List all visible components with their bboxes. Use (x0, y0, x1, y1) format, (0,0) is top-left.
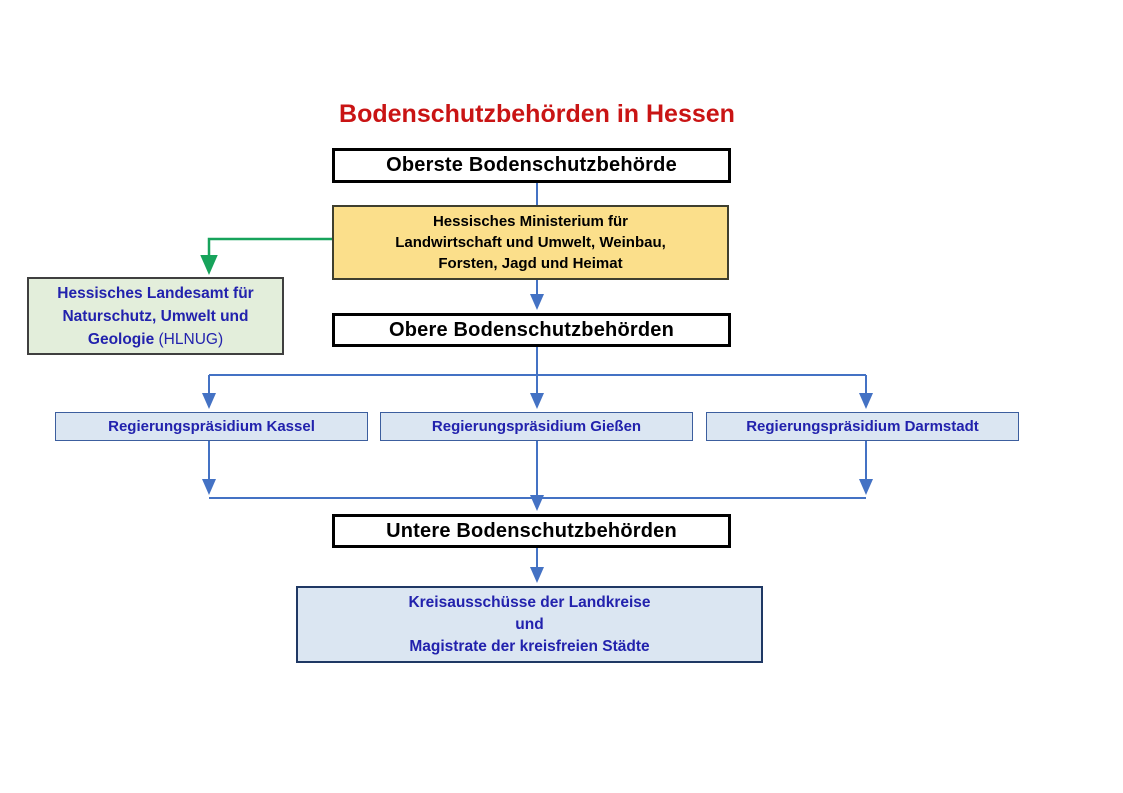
link-ministerium-hlnug (200, 237, 332, 275)
kreise-line-3: Magistrate der kreisfreien Städte (409, 637, 650, 655)
node-kreisausschuesse-magistrate: Kreisausschüsse der Landkreise und Magis… (296, 586, 763, 663)
hlnug-line-2: Naturschutz, Umwelt und (62, 307, 249, 325)
kreise-line-2: und (515, 615, 544, 633)
hlnug-acronym: (HLNUG) (154, 330, 224, 348)
rp-giessen-label: Regierungspräsidium Gießen (431, 418, 642, 435)
node-rp-darmstadt: Regierungspräsidium Darmstadt (706, 412, 1019, 441)
hlnug-line-3: Geologie (HLNUG) (88, 328, 223, 351)
node-oberste-label: Oberste Bodenschutzbehörde (386, 154, 677, 176)
node-untere-bodenschutzbehoerden: Untere Bodenschutzbehörden (332, 514, 731, 548)
ministerium-line-2: Landwirtschaft und Umwelt, Weinbau, (395, 234, 666, 251)
page-title: Bodenschutzbehörden in Hessen (339, 100, 735, 128)
node-oberste-bodenschutzbehoerde: Oberste Bodenschutzbehörde (332, 148, 731, 183)
node-untere-label: Untere Bodenschutzbehörden (386, 519, 677, 542)
rp-darmstadt-label: Regierungspräsidium Darmstadt (746, 418, 979, 435)
node-hlnug: Hessisches Landesamt für Naturschutz, Um… (27, 277, 284, 355)
kreise-line-1: Kreisausschüsse der Landkreise (408, 593, 651, 611)
node-ministerium: Hessisches Ministerium für Landwirtschaf… (332, 205, 729, 280)
rp-kassel-label: Regierungspräsidium Kassel (108, 418, 315, 435)
hlnug-line-3-bold: Geologie (87, 330, 155, 348)
node-rp-giessen: Regierungspräsidium Gießen (380, 412, 693, 441)
hlnug-line-1: Hessisches Landesamt für (57, 284, 254, 302)
ministerium-line-3: Forsten, Jagd und Heimat (438, 255, 623, 272)
node-obere-bodenschutzbehoerden: Obere Bodenschutzbehörden (332, 313, 731, 347)
node-rp-kassel: Regierungspräsidium Kassel (55, 412, 368, 441)
node-obere-label: Obere Bodenschutzbehörden (388, 318, 675, 341)
ministerium-line-1: Hessisches Ministerium für (432, 213, 629, 230)
